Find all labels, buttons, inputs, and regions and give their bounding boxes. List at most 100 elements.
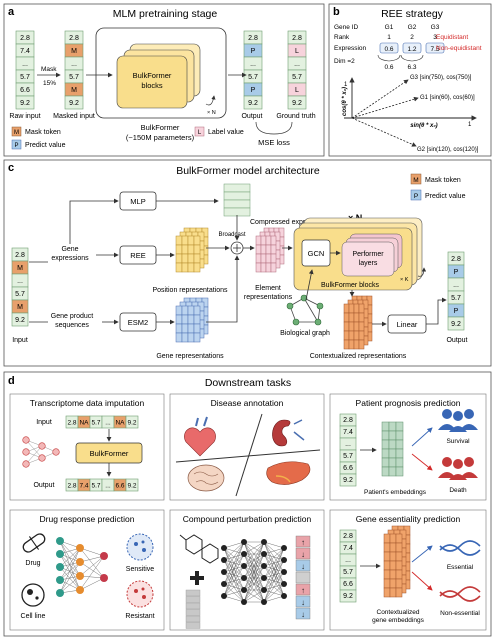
model-name: BulkFormer (141, 123, 180, 132)
context-repr-cell (343, 312, 350, 323)
c-output-cell-text: 5.7 (451, 295, 461, 302)
c-legend-p-swatch (410, 189, 422, 201)
gene-repr-cell (187, 314, 195, 325)
broadcast-label: Broadcast (218, 232, 245, 238)
compound-net-edge (263, 547, 285, 603)
ground-truth-cell-text: 2.8 (292, 35, 302, 42)
graph-node (292, 318, 300, 326)
graph-edge (303, 297, 319, 323)
element-repr-cell (265, 253, 272, 264)
disease-divider-1 (235, 413, 263, 497)
compound-net-edge (223, 553, 245, 597)
compound-net-edge (263, 559, 285, 603)
compound-net-node (261, 599, 267, 605)
graph-node (286, 302, 294, 310)
output-cell-text: ... (250, 61, 256, 68)
imputation-title: Transcriptome data imputation (30, 398, 145, 408)
masked-input-cell-text: ... (71, 61, 77, 68)
compound-output-cell (295, 571, 311, 584)
prognosis-embed-label: Patient's embeddings (364, 489, 427, 496)
compound-output-cell (295, 535, 311, 548)
c-loop-n (417, 267, 427, 277)
expression-box (402, 42, 422, 54)
prog-embedding-cell (388, 430, 397, 441)
panel-c-title: BulkFormer model architecture (176, 165, 320, 177)
gcn-label: GCN (308, 249, 325, 258)
compound-net-node (221, 545, 227, 551)
compound-net-node (241, 551, 247, 557)
imp-input-cell (125, 415, 139, 429)
prog-embedding-cell (395, 466, 404, 477)
b-x-axis-label: sin(θ * x₀) (410, 123, 437, 129)
ess-values-cell-text: 7.4 (343, 545, 353, 552)
imp-output-cell-text: 2.8 (67, 482, 76, 489)
drug-net-edge (59, 547, 81, 581)
compound-net-edge (263, 547, 285, 591)
prog-embedding-cell (388, 439, 397, 450)
prog-embedding-cell (388, 466, 397, 477)
output-cell (243, 95, 263, 110)
masked-input-cell-text: M (71, 48, 77, 55)
drug-net-edge (79, 561, 105, 579)
context-repr-cell (348, 312, 355, 323)
ess-embedding-cell (389, 578, 397, 589)
gene-repr-label: Gene representations (156, 353, 224, 360)
drug-net-edge (79, 577, 105, 591)
mask-label: Mask (41, 66, 57, 73)
expression-label: Expression (334, 45, 367, 52)
mini-net-node (38, 442, 46, 450)
vector-g3 (351, 79, 409, 119)
graph-node (300, 294, 308, 302)
panel-b-letter: b (333, 6, 340, 18)
position-repr-cell (181, 253, 189, 264)
ess-embedding-cell (389, 569, 397, 580)
drug-net-node (56, 563, 64, 571)
compound-net-edge (223, 541, 245, 585)
sensitive-label: Sensitive (126, 566, 155, 573)
c-output-cell-text: 2.8 (451, 256, 461, 263)
drug-net-edge (59, 575, 81, 594)
heart-icon (184, 416, 216, 457)
mini-net-node (38, 454, 46, 462)
prog-arrow-down (411, 453, 433, 471)
drug-net-edge (79, 575, 105, 579)
compound-net-edge (263, 595, 285, 603)
drug-net-edge (59, 540, 81, 591)
element-repr-cell (255, 244, 262, 255)
imp-input-cell-text: NA (79, 419, 89, 426)
death-people-icon (438, 457, 478, 480)
imp-output-cell-text: 9.2 (127, 482, 136, 489)
graph-label: Biological graph (280, 330, 330, 337)
gene-repr-cell (175, 314, 183, 325)
compound-input-cell (185, 622, 201, 629)
compound-input-cell (185, 609, 201, 616)
c-blocks-label: BulkFormer blocks (321, 282, 379, 289)
context-repr-cell (348, 339, 355, 350)
compound-net-node (261, 563, 267, 569)
compound-net-edge (263, 571, 285, 603)
mlp-label: MLP (130, 197, 145, 206)
gene-prod-line1: Gene product (51, 313, 93, 320)
prog-embedding-cell (381, 466, 390, 477)
ess-embedding-cell (383, 587, 391, 598)
up-arrow-icon: ↑ (301, 538, 305, 547)
compound-net-edge (223, 589, 245, 597)
ess-embedding-cell (383, 551, 391, 562)
prog-embedding-cell (395, 448, 404, 459)
context-repr-cell (343, 303, 350, 314)
performer-front (341, 241, 395, 277)
panel-d: d Downstream tasks Transcriptome data im… (3, 371, 492, 637)
equidistant-label: Equidistant (436, 34, 468, 41)
compound-net-edge (243, 565, 265, 603)
ess-arrow-up (411, 545, 433, 563)
element-repr-cell (265, 235, 272, 246)
graph-node (314, 318, 322, 326)
drug-net-node (56, 589, 64, 597)
compressed-cell (223, 207, 251, 217)
cell-line-label: Cell line (21, 613, 46, 620)
context-repr-cell (348, 330, 355, 341)
raw-input-label: Raw input (9, 113, 40, 120)
element-line1: Element (255, 285, 281, 292)
vector-g2 (351, 117, 417, 147)
model-params: (~150M parameters) (126, 133, 195, 142)
